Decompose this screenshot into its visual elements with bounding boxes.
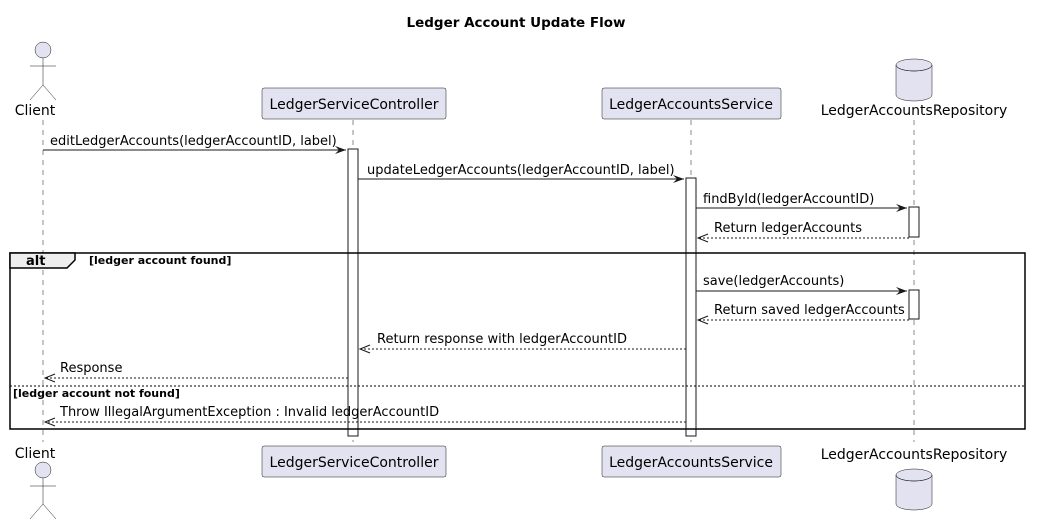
participant-box — [601, 445, 782, 478]
arrowhead-icon — [43, 417, 56, 427]
message-label: findById(ledgerAccountID) — [703, 192, 874, 207]
message-label: save(ledgerAccounts) — [703, 274, 844, 289]
participant-label: LedgerAccountsService — [609, 97, 773, 113]
participant-label: LedgerAccountsService — [609, 455, 773, 471]
participant-label: Client — [15, 446, 56, 462]
actor-head-icon — [34, 41, 52, 59]
message-label: Response — [60, 361, 122, 376]
message-m5: save(ledgerAccounts) — [696, 274, 907, 295]
arrowhead-icon — [673, 175, 684, 183]
participant-box — [261, 87, 447, 120]
fragment-guard: [ledger account found] — [89, 254, 231, 267]
participant-label: LedgerAccountsRepository — [821, 447, 1008, 463]
participant-service-bottom: LedgerAccountsService — [601, 445, 782, 478]
actor-head-icon — [34, 461, 52, 479]
message-label: Return saved ledgerAccounts — [714, 303, 905, 318]
actor-client-top: Client — [15, 41, 57, 119]
participant-controller-bottom: LedgerServiceController — [261, 445, 447, 478]
participant-service-top: LedgerAccountsService — [601, 87, 782, 120]
arrowhead-icon — [696, 315, 709, 325]
fragment-guard: [ledger account not found] — [13, 387, 180, 400]
arrowhead-icon — [896, 287, 907, 295]
database-icon — [895, 65, 933, 102]
database-icon — [895, 475, 933, 511]
arrowhead-icon — [696, 233, 709, 243]
participant-label: LedgerServiceController — [270, 97, 439, 113]
participant-label: LedgerServiceController — [270, 455, 439, 471]
participant-box — [601, 87, 782, 120]
message-m2: updateLedgerAccounts(ledgerAccountID, la… — [358, 163, 684, 183]
message-m7: Return response with ledgerAccountID — [358, 332, 686, 354]
arrowhead-icon — [335, 146, 346, 154]
participant-repo-bottom: LedgerAccountsRepository — [821, 447, 1008, 511]
arrowhead-icon — [43, 373, 56, 383]
activation-service — [685, 177, 697, 437]
fragment-tab — [9, 252, 76, 269]
message-m4: Return ledgerAccounts — [696, 221, 909, 243]
arrowhead-icon — [358, 344, 371, 354]
message-m1: editLedgerAccounts(ledgerAccountID, labe… — [43, 134, 346, 154]
message-label: Return ledgerAccounts — [714, 221, 862, 236]
participant-label: Client — [15, 103, 56, 119]
message-label: editLedgerAccounts(ledgerAccountID, labe… — [50, 134, 337, 149]
participant-label: LedgerAccountsRepository — [821, 103, 1008, 119]
arrowhead-icon — [896, 204, 907, 212]
message-m3: findById(ledgerAccountID) — [696, 192, 907, 212]
alt-fragment: alt [ledger account found] [ledger accou… — [9, 252, 1026, 430]
activation-controller — [347, 148, 359, 437]
message-label: updateLedgerAccounts(ledgerAccountID, la… — [367, 163, 675, 178]
message-m9: Throw IllegalArgumentException : Invalid… — [43, 405, 686, 427]
diagram-title: Ledger Account Update Flow — [406, 15, 625, 31]
activation-repo-1 — [908, 206, 920, 238]
message-m6: Return saved ledgerAccounts — [696, 303, 909, 325]
message-label: Throw IllegalArgumentException : Invalid… — [59, 405, 439, 420]
fragment-keyword: alt — [26, 254, 45, 269]
participant-controller-top: LedgerServiceController — [261, 87, 447, 120]
participant-repo-top: LedgerAccountsRepository — [821, 58, 1008, 119]
activation-repo-2 — [908, 289, 920, 320]
participant-box — [261, 445, 447, 478]
fragment-frame — [9, 252, 1026, 430]
actor-client-bottom: Client — [15, 446, 57, 520]
message-m8: Response — [43, 361, 348, 383]
message-label: Return response with ledgerAccountID — [377, 332, 627, 347]
